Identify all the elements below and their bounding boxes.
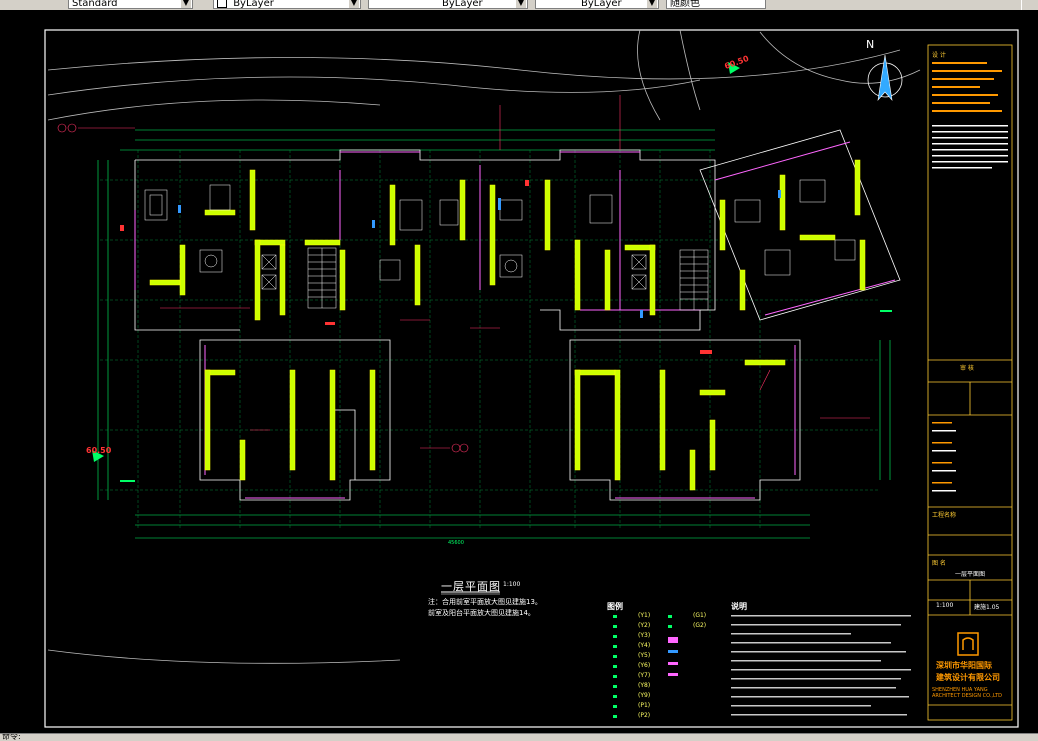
- lineweight-value: ByLayer: [581, 0, 622, 9]
- legend-heading: 图例: [607, 602, 623, 611]
- plot-style-combo[interactable]: 随颜色: [666, 0, 766, 9]
- legend-symbols: [613, 615, 678, 718]
- layer-combo[interactable]: ByLayer ▼: [213, 0, 361, 9]
- legend-item: (Y2): [638, 622, 651, 629]
- elevation-label-left: 60.50: [86, 446, 112, 455]
- title-block-drawing-name: 一层平面图: [955, 571, 986, 578]
- elevation-marks: [92, 62, 740, 462]
- drawing-canvas[interactable]: 60.50 60.50 N 45600 一层平面图 1:100 注：合用前室平面…: [0, 10, 1038, 733]
- north-arrow-icon: [867, 54, 903, 101]
- north-label: N: [866, 38, 875, 51]
- red-markers: [120, 180, 712, 354]
- title-block-fineprint: [932, 62, 1008, 492]
- legend-item: (Y7): [638, 672, 651, 679]
- stairs: [307, 247, 709, 311]
- elevators: [261, 254, 647, 290]
- linetype-combo[interactable]: ByLayer ▼: [368, 0, 528, 9]
- annotation-leaders: [57, 95, 870, 453]
- legend-item: (Y6): [638, 662, 651, 669]
- sheet-border: [44, 29, 1019, 728]
- company-name-en: SHENZHEN HUA YANG ARCHITECT DESIGN CO.,L…: [932, 687, 1002, 699]
- toolbar-scroll-button[interactable]: [1021, 0, 1038, 10]
- explanation-heading: 说明: [731, 602, 747, 611]
- command-line[interactable]: 命令:: [0, 733, 1038, 741]
- drawing-title: 一层平面图: [441, 580, 501, 593]
- chevron-down-icon[interactable]: ▼: [647, 0, 657, 8]
- drawing-note-1: 注：合用前室平面放大图见建施13。: [428, 598, 542, 606]
- legend-item: (Y9): [638, 692, 651, 699]
- legend-item: (Y8): [638, 682, 651, 689]
- legend-item: (G1): [693, 612, 707, 619]
- legend-item: (Y3): [638, 632, 651, 639]
- title-block-project-label: 工程名称: [932, 512, 957, 519]
- dimension-ticks: [120, 310, 892, 482]
- site-contours: [47, 29, 921, 664]
- chevron-down-icon[interactable]: ▼: [181, 0, 191, 8]
- layer-value: ByLayer: [233, 0, 274, 9]
- text-style-value: Standard: [72, 0, 118, 9]
- title-block-scale: 1:100: [936, 602, 954, 609]
- floor-plan-drawing: [44, 29, 1019, 728]
- company-name-line-2: 建筑设计有限公司: [936, 673, 1000, 682]
- legend-item: (P2): [638, 712, 651, 719]
- walls: [149, 159, 866, 491]
- overall-dimension: 45600: [448, 540, 464, 546]
- doors: [178, 190, 781, 318]
- title-block-sheet-no: 建施1.05: [974, 604, 1000, 611]
- plot-style-value: 随颜色: [670, 0, 700, 9]
- company-logo: [957, 632, 979, 656]
- title-block-frame: [927, 44, 1013, 721]
- color-swatch-icon: [217, 0, 227, 8]
- linetype-value: ByLayer: [442, 0, 483, 9]
- explanation-text-lines: [731, 615, 911, 716]
- command-prompt: 命令:: [2, 733, 21, 741]
- legend-item: (Y5): [638, 652, 651, 659]
- legend-item: (Y4): [638, 642, 651, 649]
- company-name-line-1: 深圳市华阳国际: [936, 661, 992, 670]
- furniture: [144, 179, 856, 281]
- legend-item: (Y1): [638, 612, 651, 619]
- chevron-down-icon[interactable]: ▼: [516, 0, 526, 8]
- drawing-note-2: 前室及阳台平面放大图见建施14。: [428, 609, 535, 617]
- title-block-drawing-label: 图 名: [932, 560, 946, 567]
- chevron-down-icon[interactable]: ▼: [349, 0, 359, 8]
- title-block-check-label: 审 核: [960, 365, 974, 372]
- text-style-combo[interactable]: Standard ▼: [68, 0, 193, 9]
- lineweight-combo[interactable]: ByLayer ▼: [535, 0, 659, 9]
- title-block-design-label: 设 计: [932, 52, 946, 59]
- legend-item: (P1): [638, 702, 651, 709]
- legend-item: (G2): [693, 622, 707, 629]
- drawing-scale: 1:100: [503, 581, 521, 588]
